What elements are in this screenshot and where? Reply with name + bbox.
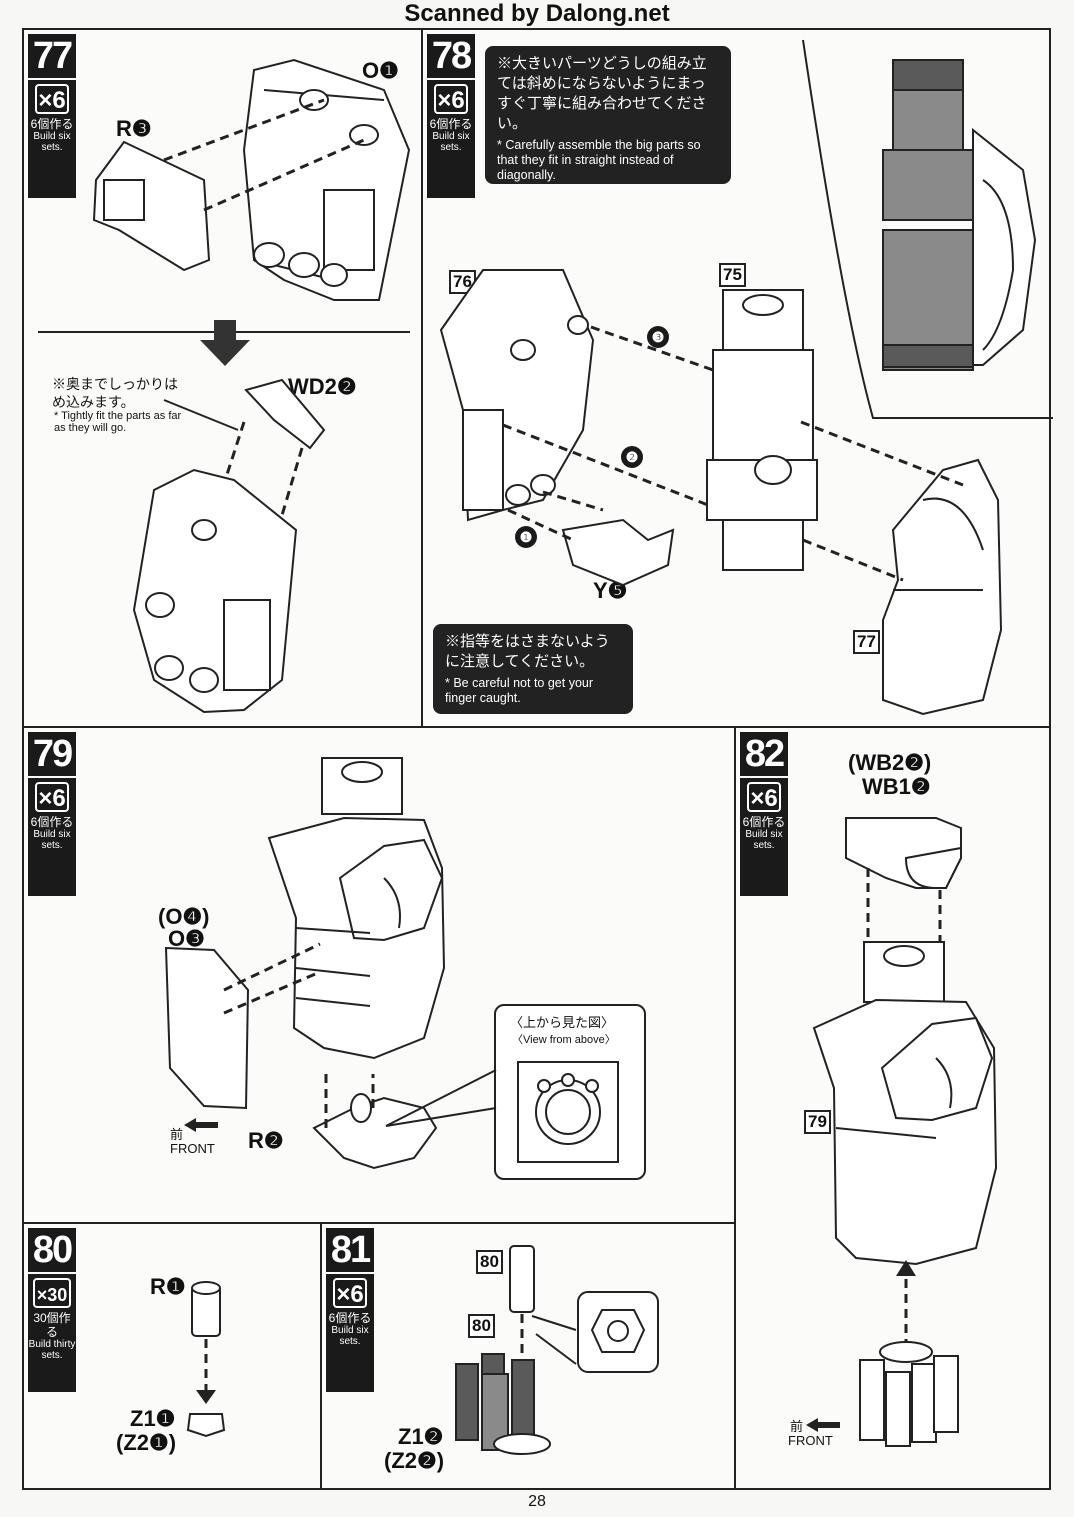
ref-80a: 80 (476, 1250, 503, 1274)
multiplier: ×6 (434, 84, 468, 114)
step-count-badge: ×6 6個作る Build six sets. (326, 1274, 374, 1392)
step-81-illustration (455, 1245, 659, 1455)
ref-80b: 80 (468, 1314, 495, 1338)
view-from-above-inset: 〈上から見た図〉 〈View from above〉 (494, 1004, 646, 1180)
page-number: 28 (528, 1493, 546, 1510)
scan-credit: Scanned by Dalong.net (404, 0, 670, 27)
note-tight-fit-jp: ※奥までしっかりはめ込みます。 (52, 376, 178, 410)
order-marker-1: ❶ (515, 526, 537, 548)
count-en: Build six sets. (432, 131, 470, 153)
step-77-panel: 77 ×6 6個作る Build six sets. O❶ R❸ ※奥までしっか… (22, 28, 423, 728)
note-finger: ※指等をはさまないように注意してください。 * Be careful not t… (433, 624, 633, 714)
part-label-z1-1: Z1❶ (130, 1406, 176, 1431)
part-label-z1-2: Z1❷ (398, 1424, 444, 1449)
count-en: Build six sets. (331, 1325, 369, 1347)
count-jp: 6個作る (429, 117, 473, 131)
step-number: 81 (326, 1228, 374, 1272)
multiplier: ×6 (35, 84, 69, 114)
step-78-panel: 78 ×6 6個作る Build six sets. ※大きいパーツどうしの組み… (421, 28, 1053, 728)
count-en: Build six sets. (33, 829, 71, 851)
step-79-panel: 79 ×6 6個作る Build six sets. (O❹) O❸ R❷ 前 … (22, 726, 736, 1224)
count-jp: 6個作る (30, 117, 74, 131)
order-marker-2: ❷ (621, 446, 643, 468)
multiplier: ×6 (333, 1278, 367, 1308)
part-label-wb2-alt: (WB2❷) (848, 750, 932, 775)
part-label-r2: R❷ (248, 1128, 284, 1153)
part-label-wb1: WB1❷ (862, 774, 931, 799)
step-79-illustration (164, 757, 446, 1170)
step-count-badge: ×6 6個作る Build six sets. (28, 80, 76, 198)
step-82-illustration (812, 817, 998, 1447)
part-label-wd2: WD2❷ (288, 374, 357, 399)
ref-77: 77 (853, 630, 880, 654)
step-81-panel: 81 ×6 6個作る Build six sets. 80 80 Z1❷ (Z2… (320, 1222, 736, 1490)
count-jp: 30個作る (33, 1311, 71, 1339)
part-label-r1: R❶ (150, 1274, 186, 1299)
step-count-badge: ×30 30個作る Build thirty sets. (28, 1274, 76, 1392)
step-number: 79 (28, 732, 76, 776)
multiplier: ×6 (35, 782, 69, 812)
step-count-badge: ×6 6個作る Build six sets. (427, 80, 475, 198)
ref-75: 75 (719, 263, 746, 287)
note-big-parts: ※大きいパーツどうしの組み立ては斜めにならないようにまっすぐ丁寧に組み合わせてく… (485, 46, 731, 184)
note-big-parts-jp: ※大きいパーツどうしの組み立ては斜めにならないようにまっすぐ丁寧に組み合わせてく… (497, 55, 707, 132)
multiplier: ×30 (33, 1278, 71, 1308)
down-arrow-icon (200, 320, 250, 366)
multiplier: ×6 (747, 782, 781, 812)
part-label-r3: R❸ (116, 116, 152, 141)
step-count-badge: ×6 6個作る Build six sets. (740, 778, 788, 896)
count-en: Build six sets. (33, 131, 71, 153)
step-82-panel: 82 ×6 6個作る Build six sets. (WB2❷) WB1❷ 7… (734, 726, 1051, 1490)
step-80-panel: 80 ×30 30個作る Build thirty sets. R❶ Z1❶ (… (22, 1222, 322, 1490)
front-jp: 前 (170, 1127, 184, 1142)
step-number: 78 (427, 34, 475, 78)
count-en: Build thirty sets. (28, 1339, 76, 1361)
part-label-o3: O❸ (168, 926, 205, 951)
part-label-o4-alt: (O❹) (158, 904, 210, 929)
order-marker-3: ❸ (647, 326, 669, 348)
note-tight-fit-en: * Tightly fit the parts as far as they w… (54, 410, 182, 434)
note-finger-jp: ※指等をはさまないように注意してください。 (445, 633, 610, 670)
front-en-82: FRONT (788, 1433, 833, 1448)
step-number: 80 (28, 1228, 76, 1272)
note-big-parts-en: * Carefully assemble the big parts so th… (497, 138, 701, 182)
step-number: 77 (28, 34, 76, 78)
part-label-o1: O❶ (362, 58, 399, 83)
count-en: Build six sets. (745, 829, 783, 851)
front-jp-82: 前 (790, 1419, 804, 1434)
view-above-en: 〈View from above〉 (512, 1034, 616, 1046)
front-arrow-icon (184, 1118, 218, 1132)
part-label-z2-2-alt: (Z2❷) (384, 1448, 445, 1473)
step-77-bottom-illustration (132, 378, 326, 714)
top-view-illustration (517, 1061, 619, 1163)
count-jp: 6個作る (30, 815, 74, 829)
front-arrow-icon (806, 1418, 840, 1432)
step-80-illustration (186, 1281, 226, 1438)
step-number: 82 (740, 732, 788, 776)
ref-79: 79 (804, 1110, 831, 1134)
inset-pointer (385, 1069, 497, 1127)
count-jp: 6個作る (328, 1311, 372, 1325)
count-jp: 6個作る (742, 815, 786, 829)
note-finger-en: * Be careful not to get your finger caug… (445, 676, 594, 705)
step-77-top-illustration (38, 58, 411, 333)
step-78-illustration (439, 269, 1003, 716)
front-en: FRONT (170, 1141, 215, 1156)
view-above-jp: 〈上から見た図〉 (510, 1015, 615, 1030)
completed-view-illustration (802, 39, 1053, 419)
part-label-z2-1-alt: (Z2❶) (116, 1430, 177, 1455)
step-count-badge: ×6 6個作る Build six sets. (28, 778, 76, 896)
